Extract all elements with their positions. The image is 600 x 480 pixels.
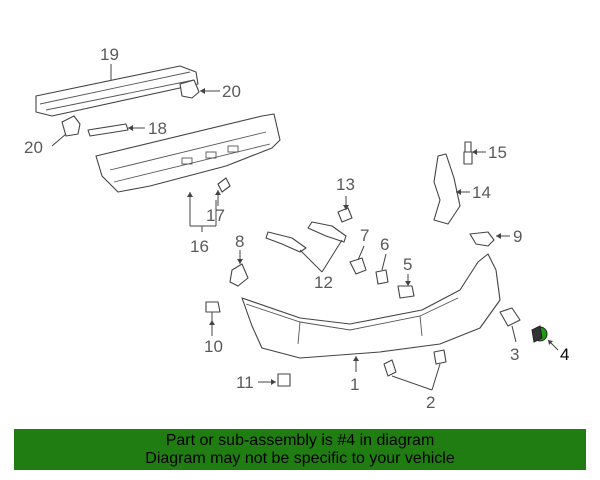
part-8-clip [229, 263, 249, 287]
callout-13: 13 [336, 175, 355, 194]
parts-diagram: 19 20 18 20 15 13 14 17 16 8 7 6 9 12 5 … [24, 45, 569, 412]
callout-2: 2 [426, 393, 435, 412]
part-15-bolt [463, 141, 473, 165]
part-10-fastener [205, 301, 221, 320]
callout-11: 11 [236, 373, 254, 392]
part-7-grommet [349, 257, 367, 275]
part-9-bracket [469, 231, 495, 247]
callout-15: 15 [488, 143, 507, 162]
callout-20-lower: 20 [24, 138, 43, 157]
part-17-clip [217, 177, 231, 193]
callout-6: 6 [380, 235, 389, 254]
banner-line-2: Diagram may not be specific to your vehi… [145, 450, 455, 467]
part-20-stopper-left [61, 115, 81, 137]
part-18-strip [87, 123, 129, 137]
callout-14: 14 [472, 183, 491, 202]
part-5-bolt [397, 285, 415, 299]
part-3-clip [499, 307, 521, 327]
callout-labels: 19 20 18 20 15 13 14 17 16 8 7 6 9 12 5 … [24, 45, 569, 412]
part-20-stopper-right [179, 79, 200, 99]
callout-5: 5 [403, 255, 412, 274]
callout-19: 19 [100, 45, 119, 64]
part-4-fastener-highlighted[interactable] [531, 325, 548, 343]
callout-12: 12 [314, 273, 333, 292]
callout-18: 18 [148, 119, 167, 138]
callout-17: 17 [206, 206, 225, 225]
part-12-retainers [265, 221, 347, 253]
callout-20-upper: 20 [222, 82, 241, 101]
part-19-reinforcement [35, 65, 199, 117]
callout-3: 3 [510, 345, 519, 364]
banner-line-1: Part or sub-assembly is #4 in diagram [165, 432, 435, 449]
callout-4: 4 [560, 345, 569, 364]
arrowheads [128, 88, 553, 385]
callout-8: 8 [235, 232, 244, 251]
part-13-retainer [337, 207, 353, 223]
part-notice-banner: Part or sub-assembly is #4 in diagram Di… [14, 429, 586, 470]
part-6-grommet [375, 269, 389, 285]
callout-1: 1 [350, 375, 359, 394]
part-14-side-bracket [433, 153, 461, 225]
part-1-bumper-cover [241, 253, 501, 359]
callout-9: 9 [513, 227, 522, 246]
callout-10: 10 [204, 337, 223, 356]
callout-16: 16 [190, 237, 209, 256]
part-2-clips [383, 349, 447, 377]
part-16-absorber [95, 113, 281, 193]
callout-7: 7 [360, 226, 369, 245]
part-11-screw [277, 373, 291, 387]
